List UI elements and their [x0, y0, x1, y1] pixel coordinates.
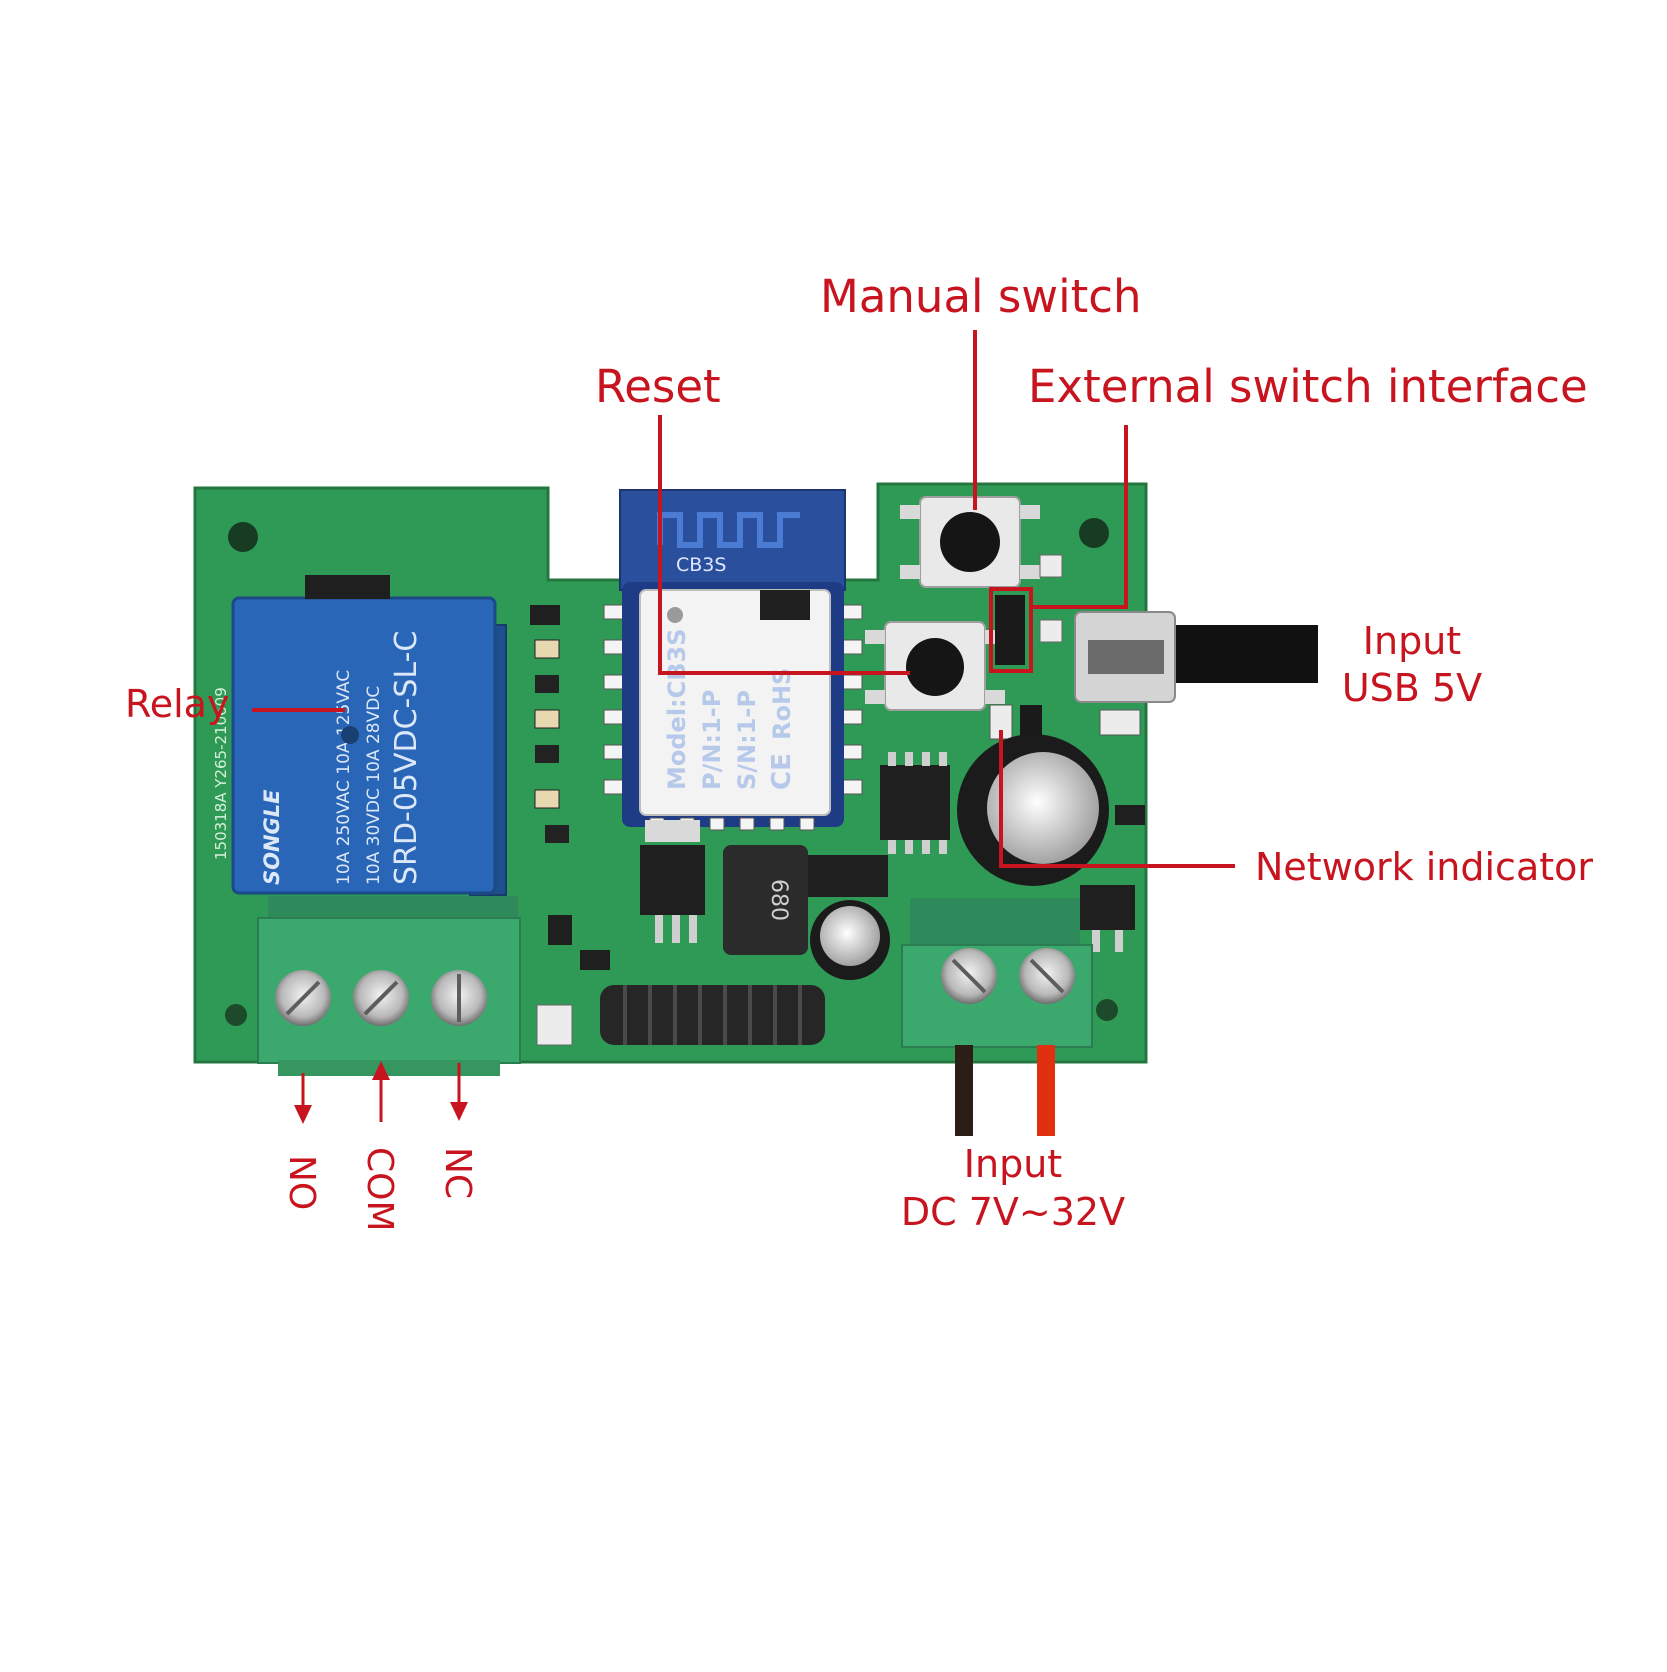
- mounting-hole-icon: [228, 522, 258, 552]
- arrow-down-icon: [450, 1102, 468, 1121]
- dc-wire-red: [1037, 1045, 1055, 1136]
- arrow-up-icon: [372, 1061, 390, 1080]
- smd-part: [1039, 619, 1063, 643]
- dc-wire-black: [955, 1045, 973, 1136]
- annotation-lines: [252, 330, 1235, 868]
- terminal-screw-nc[interactable]: [431, 970, 487, 1026]
- input-dc-label-line2: DC 7V~32V: [901, 1190, 1125, 1234]
- smd-resistor-column: [534, 639, 610, 970]
- input-dc-label-line1: Input: [964, 1142, 1062, 1186]
- external-switch-highlight: [989, 587, 1033, 673]
- terminal-screw-no[interactable]: [275, 970, 331, 1026]
- arrow-down-icon: [294, 1105, 312, 1124]
- input-usb-label-line1: Input: [1363, 619, 1461, 663]
- mounting-hole-icon: [1079, 518, 1109, 548]
- external-switch-header[interactable]: [995, 595, 1025, 665]
- external-switch-leader-line: [1031, 425, 1128, 609]
- power-terminal-block: [901, 898, 1093, 1136]
- relay-rating-text: 10A 30VDC 10A 28VDC: [364, 686, 384, 885]
- terminal-screw-dc-positive[interactable]: [1019, 948, 1075, 1004]
- terminal-screw-com[interactable]: [353, 970, 409, 1026]
- mounting-hole-icon: [225, 1004, 247, 1026]
- reset-leader-line: [658, 415, 910, 675]
- voltage-regulator: [640, 820, 705, 943]
- reset-button[interactable]: [865, 621, 1005, 711]
- module-ce-text: CE: [767, 753, 797, 790]
- terminal-nc-label: NC: [437, 1147, 478, 1199]
- reset-label: Reset: [595, 360, 721, 413]
- smd-diode: [808, 855, 888, 897]
- module-pn-text: P/N:1-P: [698, 690, 726, 790]
- module-sn-text: S/N:1-P: [733, 690, 761, 790]
- coil-antenna: [600, 985, 825, 1045]
- smd-part: [1099, 709, 1141, 736]
- manual-switch-button[interactable]: [900, 496, 1040, 588]
- relay-terminal-block: [257, 896, 521, 1076]
- antenna-module-text: CB3S: [676, 554, 726, 576]
- small-capacitor: [810, 900, 890, 980]
- mounting-hole-icon: [1096, 999, 1118, 1021]
- smd-led: [1039, 554, 1063, 578]
- relay-model-text: SRD-05VDC-SL-C: [389, 631, 424, 885]
- smd-part: [530, 605, 560, 625]
- pcb-code-text: 150318A Y265-210609: [212, 687, 230, 860]
- usb-port[interactable]: [1074, 611, 1318, 703]
- relay-brand-text: SONGLE: [260, 789, 284, 885]
- manual-switch-label: Manual switch: [820, 270, 1141, 323]
- module-rohs-text: RoHS: [768, 668, 796, 740]
- external-switch-interface-label: External switch interface: [1028, 360, 1588, 413]
- relay-rating-text: 10A 250VAC 10A 125VAC: [334, 670, 354, 885]
- network-indicator-leader-line: [999, 730, 1235, 868]
- smd-part: [1020, 705, 1042, 739]
- inductor: 680: [723, 845, 808, 955]
- input-usb-label-line2: USB 5V: [1342, 666, 1482, 710]
- inductor-text: 680: [766, 879, 791, 921]
- relay: SONGLE 10A 250VAC 10A 125VAC 10A 30VDC 1…: [231, 596, 507, 896]
- terminal-no-label: NO: [281, 1155, 322, 1210]
- wifi-module: CB3S Model:CB3S P/N:1-P S/N:1-P CE RoHS: [603, 489, 863, 831]
- relay-label: Relay: [125, 682, 229, 726]
- network-indicator-label: Network indicator: [1255, 845, 1593, 889]
- smd-crystal: [536, 1004, 573, 1046]
- ic-chip: [880, 752, 950, 854]
- module-model-text: Model:CB3S: [663, 628, 691, 790]
- terminal-screw-dc-negative[interactable]: [941, 948, 997, 1004]
- electrolytic-capacitor: [957, 734, 1109, 886]
- smd-diode: [305, 575, 390, 599]
- terminal-com-label: COM: [359, 1147, 400, 1232]
- smd-part: [1115, 805, 1145, 825]
- usb-cable: [1168, 625, 1318, 683]
- transistor: [1080, 885, 1135, 952]
- terminal-arrows: [294, 1061, 468, 1124]
